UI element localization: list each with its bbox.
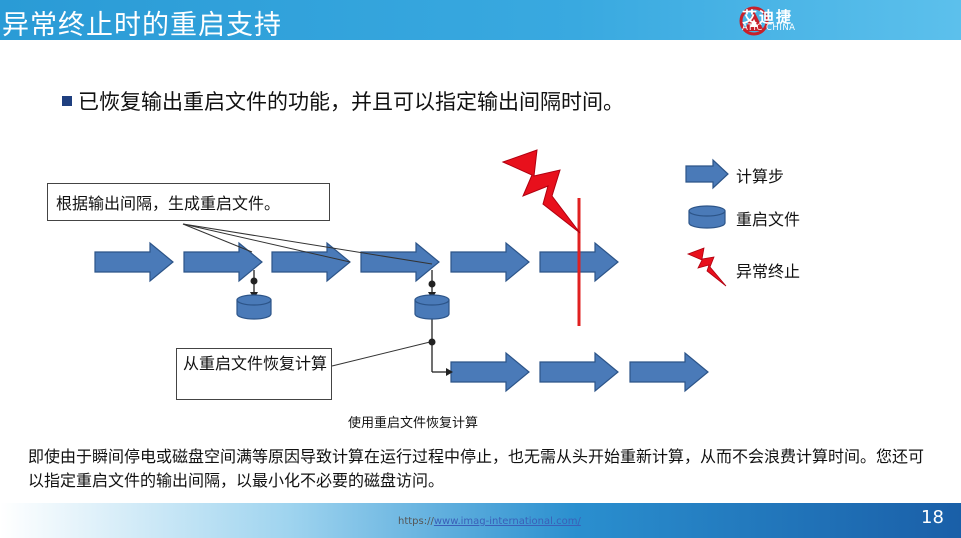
step-arrow-4: [360, 241, 440, 283]
step-arrow-1: [94, 241, 174, 283]
footer-url: https://www.imag-international.com/: [398, 516, 581, 527]
diagram-caption: 使用重启文件恢复计算: [348, 416, 479, 431]
legend-lightning-icon: [686, 247, 727, 287]
bullet-point-text: 已恢复输出重启文件的功能，并且可以指定输出间隔时间。: [78, 90, 624, 114]
step-arrow-3: [271, 241, 351, 283]
restart-output-callout: 根据输出间隔，生成重启文件。: [47, 183, 330, 221]
footer-bar: [0, 503, 961, 538]
legend-step-label: 计算步: [736, 167, 785, 186]
description-text: 即使由于瞬间停电或磁盘空间满等原因导致计算在运行过程中停止，也无需从头开始重新计…: [28, 447, 925, 490]
step-arrow-5: [450, 241, 530, 283]
company-logo-icon: [739, 6, 769, 36]
page-number: 18: [921, 507, 944, 528]
legend-abnormal-label: 异常终止: [736, 262, 801, 281]
resumed-step-arrow-2: [539, 351, 619, 393]
legend-restart-file-label: 重启文件: [736, 210, 801, 229]
restart-output-callout-text: 根据输出间隔，生成重启文件。: [56, 194, 281, 213]
restore-callout: 从重启文件恢复计算: [176, 348, 332, 400]
lightning-icon: [501, 149, 581, 234]
legend-restart-file-icon: [688, 205, 726, 229]
resumed-step-arrow-1: [450, 351, 530, 393]
header-bar: 异常终止时的重启支持 艾迪捷 ATIC CHINA: [0, 0, 961, 41]
website-link[interactable]: www.imag-international.com/: [433, 516, 581, 527]
restore-callout-text: 从重启文件恢复计算: [183, 354, 328, 373]
step-arrow-2: [183, 241, 263, 283]
restart-file-icon: [236, 294, 450, 320]
logo-english-name: ATIC CHINA: [742, 23, 796, 33]
bullet-marker-icon: [62, 96, 72, 106]
legend-step-arrow-icon: [685, 158, 729, 190]
url-prefix: https://: [398, 516, 434, 527]
page-title: 异常终止时的重启支持: [2, 10, 282, 41]
logo-chinese-name: 艾迪捷: [742, 8, 794, 26]
resumed-step-arrow-3: [629, 351, 709, 393]
